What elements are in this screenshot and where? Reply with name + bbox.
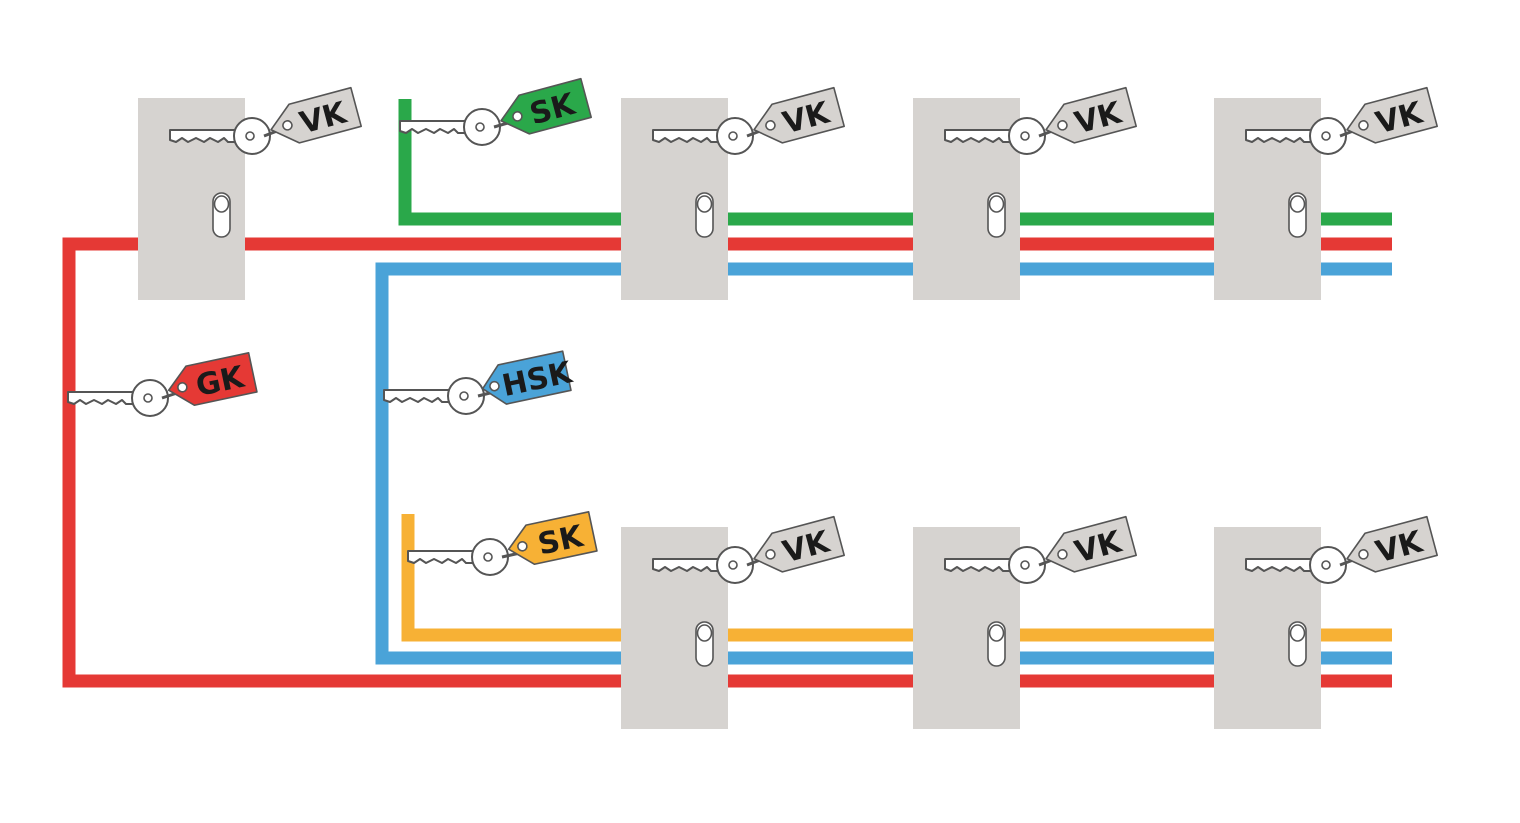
tag-sk-green: SK [500,77,593,135]
key-lines [62,99,1392,688]
tag-vk: VK [1346,86,1439,144]
tag-vk: VK [753,515,846,573]
key-icon [1245,546,1347,584]
key-vk-door-bottom-3: VK [1245,515,1439,584]
line-sk-green [398,99,1392,226]
door-top-4 [1214,98,1321,300]
key-icon [944,546,1046,584]
line-gk-red [62,237,1392,688]
key-icon [1245,117,1347,155]
key-icon [169,117,271,155]
key-sk-green: SK [399,77,593,146]
tag-vk: VK [753,86,846,144]
key-icon [383,377,485,415]
key-icon [944,117,1046,155]
key-hsk-blue: HSK [383,350,577,415]
tag-sk-orange: SK [507,510,598,566]
key-icon [407,538,509,576]
tag-gk: GK [167,351,258,407]
door-bottom-3 [1214,527,1321,729]
tag-vk: VK [1045,515,1138,573]
tag-vk: VK [1045,86,1138,144]
door-top-3 [913,98,1020,300]
key-icon [399,108,501,146]
tag-vk: VK [1346,515,1439,573]
door-top-1 [138,98,245,300]
key-icon [652,117,754,155]
key-sk-orange: SK [407,510,598,576]
line-hsk-blue [375,262,1392,665]
tag-vk: VK [270,86,363,144]
key-icon [652,546,754,584]
tag-hsk: HSK [481,350,577,405]
door-top-2 [621,98,728,300]
door-bottom-2 [913,527,1020,729]
door-bottom-1 [621,527,728,729]
key-vk-door-top-2: VK [652,86,846,155]
key-icon [67,379,169,417]
key-vk-door-top-4: VK [1245,86,1439,155]
key-gk-red: GK [67,351,258,417]
key-vk-door-bottom-1: VK [652,515,846,584]
